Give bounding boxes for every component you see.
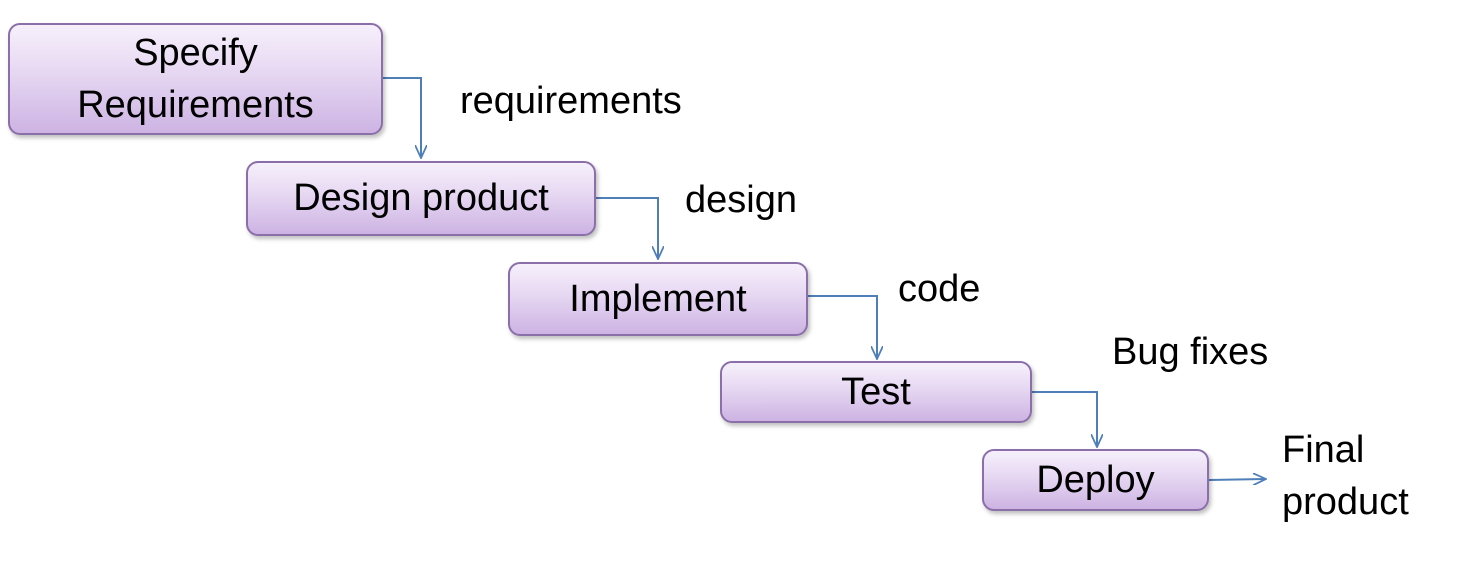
stage-label: Deploy <box>1036 458 1155 501</box>
connector-specify-to-design <box>383 77 421 157</box>
artifact-label-design: design <box>685 179 797 221</box>
stage-label: Design product <box>293 177 549 220</box>
connector-design-to-implement <box>596 197 658 258</box>
stage-implement: Implement <box>508 262 808 336</box>
stage-label: Implement <box>569 277 747 320</box>
connector-implement-to-test <box>808 295 877 358</box>
artifact-label-final-product: Final product <box>1282 429 1409 524</box>
connector-deploy-to-final-product <box>1208 479 1265 480</box>
connector-test-to-deploy <box>1032 391 1097 446</box>
stage-label: Specify Requirements <box>77 31 314 126</box>
stage-test: Test <box>720 361 1032 423</box>
stage-design-product: Design product <box>246 161 596 236</box>
artifact-label-bug-fixes: Bug fixes <box>1112 331 1269 373</box>
stage-label: Test <box>841 370 911 413</box>
stage-specify-requirements: Specify Requirements <box>8 23 383 135</box>
artifact-label-code: code <box>898 268 981 310</box>
artifact-label-requirements: requirements <box>460 80 682 122</box>
stage-deploy: Deploy <box>982 449 1209 511</box>
